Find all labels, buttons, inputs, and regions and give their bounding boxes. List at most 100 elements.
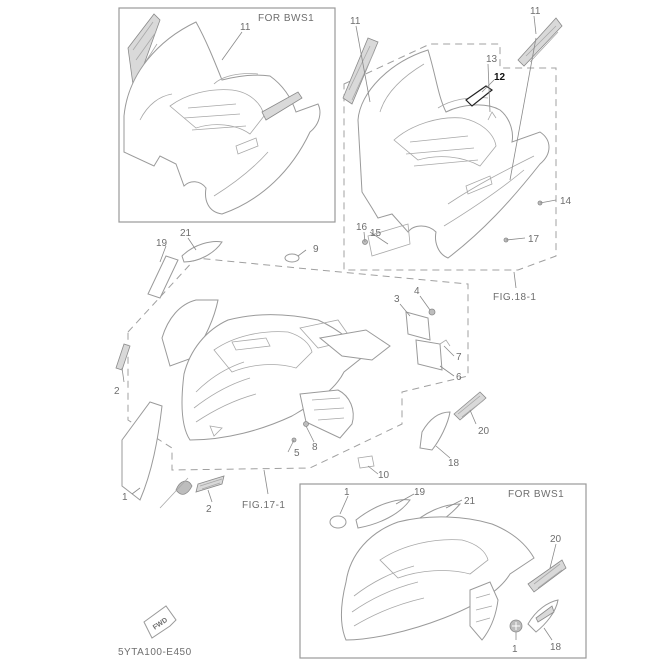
leader-10 (367, 465, 379, 475)
leader-11-fig18-right (533, 15, 537, 35)
decal-2-lower (195, 475, 225, 493)
front-fender-tip (209, 425, 223, 437)
part-label-2-upper: 2 (114, 386, 120, 397)
leader-11-fig18-down (509, 37, 537, 181)
leader-8 (305, 425, 315, 443)
decal-2-upper (115, 343, 131, 371)
part-label-10: 10 (378, 470, 390, 481)
decal-20 (453, 391, 487, 421)
decal-20-hatch (457, 395, 485, 418)
leader-9 (297, 249, 307, 257)
part-label-4: 4 (414, 286, 420, 297)
leader-12 (481, 79, 495, 93)
decal-18-inset-mark (535, 605, 555, 623)
decal-2-lower-hatch (199, 478, 223, 490)
part-label-3: 3 (394, 294, 400, 305)
front-fender-inset (341, 516, 535, 641)
figure-label-17-1: FIG.17-1 (242, 500, 285, 511)
fender-lip-top-left (213, 151, 269, 197)
inset-top-left: FOR BWS1 11 (118, 7, 336, 223)
leader-fig-18-1 (513, 271, 517, 289)
clip-7 (439, 339, 451, 347)
leader-18 (435, 445, 451, 459)
inset-bottom-right: FOR BWS1 1 19 21 20 18 1 (299, 483, 587, 659)
decal-11-left-strip (127, 13, 161, 93)
fender-slot-top-left (235, 137, 259, 155)
leader-4 (419, 295, 431, 311)
part-label-1-inset-lower: 1 (512, 644, 518, 655)
front-fender-inset-side-ribs (475, 593, 493, 623)
front-fender-tank-cavity (213, 331, 313, 373)
leader-19 (159, 245, 167, 263)
emblem-1-inset (329, 515, 347, 529)
front-fender-right-flap (318, 329, 391, 361)
front-fender-inset-ribs (351, 565, 425, 627)
rear-fender-body (357, 49, 550, 259)
decal-top-left-side (261, 91, 303, 121)
decal-11-strip-right-hatch (525, 25, 559, 63)
emblem-1-inset-lower-cross (512, 622, 520, 630)
leader-14 (539, 199, 557, 204)
part-label-6: 6 (456, 372, 462, 383)
part-label-16: 16 (356, 222, 368, 233)
part-label-19-inset: 19 (414, 487, 426, 498)
leader-3 (399, 303, 411, 317)
leader-20-inset (549, 543, 557, 569)
decal-1-front (121, 401, 163, 501)
front-lower-panel (299, 389, 354, 439)
part-label-21-inset: 21 (464, 496, 476, 507)
inset-bottom-right-caption: FOR BWS1 (508, 489, 564, 500)
part-label-17: 17 (528, 234, 540, 245)
leader-15 (369, 231, 389, 245)
leader-21 (187, 237, 197, 251)
inset-top-left-caption: FOR BWS1 (258, 13, 314, 24)
decal-19 (147, 255, 179, 299)
dashed-outline-fig-17-1 (127, 257, 469, 471)
front-fender-inset-cavity (379, 539, 489, 579)
rear-seat-cavity (393, 117, 497, 167)
leader-1 (131, 487, 141, 495)
fender-contours-top-left (139, 73, 259, 121)
leader-20 (469, 409, 477, 425)
leader-13 (487, 63, 491, 113)
rear-fender-contours (379, 63, 489, 113)
plate-3 (405, 311, 431, 341)
leader-2-upper (121, 367, 125, 383)
fwd-arrow-icon (143, 605, 177, 639)
front-fender-vent (231, 337, 271, 351)
rear-fender-lip (443, 155, 535, 227)
leader-18-inset (543, 627, 553, 641)
leader-fig-17-1 (263, 469, 269, 495)
leader-6 (439, 365, 455, 377)
part-label-18-inset: 18 (550, 642, 562, 653)
leader-11-fig18-left (355, 25, 371, 103)
fwd-badge: FWD (143, 605, 177, 639)
inset-bottom-right-frame (299, 483, 587, 659)
part-label-20: 20 (478, 426, 490, 437)
front-fender-ribs (193, 361, 257, 423)
highlight-part-12 (465, 85, 494, 107)
decal-19-inset (355, 499, 411, 529)
figure-label-18-1: FIG.18-1 (493, 292, 536, 303)
decal-11-strip-left (342, 37, 379, 105)
front-fender-inset-side (469, 581, 499, 641)
part-label-13: 13 (486, 54, 498, 65)
emblem-9 (284, 253, 300, 263)
fender-body-top-left (123, 21, 321, 215)
leader-7 (443, 345, 455, 357)
rear-cavity-ribs (405, 135, 479, 167)
diagram-code: 5YTA100-E450 (118, 647, 192, 658)
part-label-8: 8 (312, 442, 318, 453)
part-label-11-fig18-left: 11 (350, 16, 361, 27)
part-label-9: 9 (313, 244, 319, 255)
bracket-15 (367, 223, 411, 257)
part-label-14: 14 (560, 196, 572, 207)
decal-20-inset-hatch (533, 563, 563, 589)
seat-cavity-top-left (169, 89, 265, 135)
leader-2-lower (207, 489, 213, 503)
part-label-12: 12 (494, 72, 506, 83)
decal-11-strip-left-hatch (348, 45, 375, 101)
leader-16 (363, 231, 366, 243)
part-label-15: 15 (370, 228, 382, 239)
